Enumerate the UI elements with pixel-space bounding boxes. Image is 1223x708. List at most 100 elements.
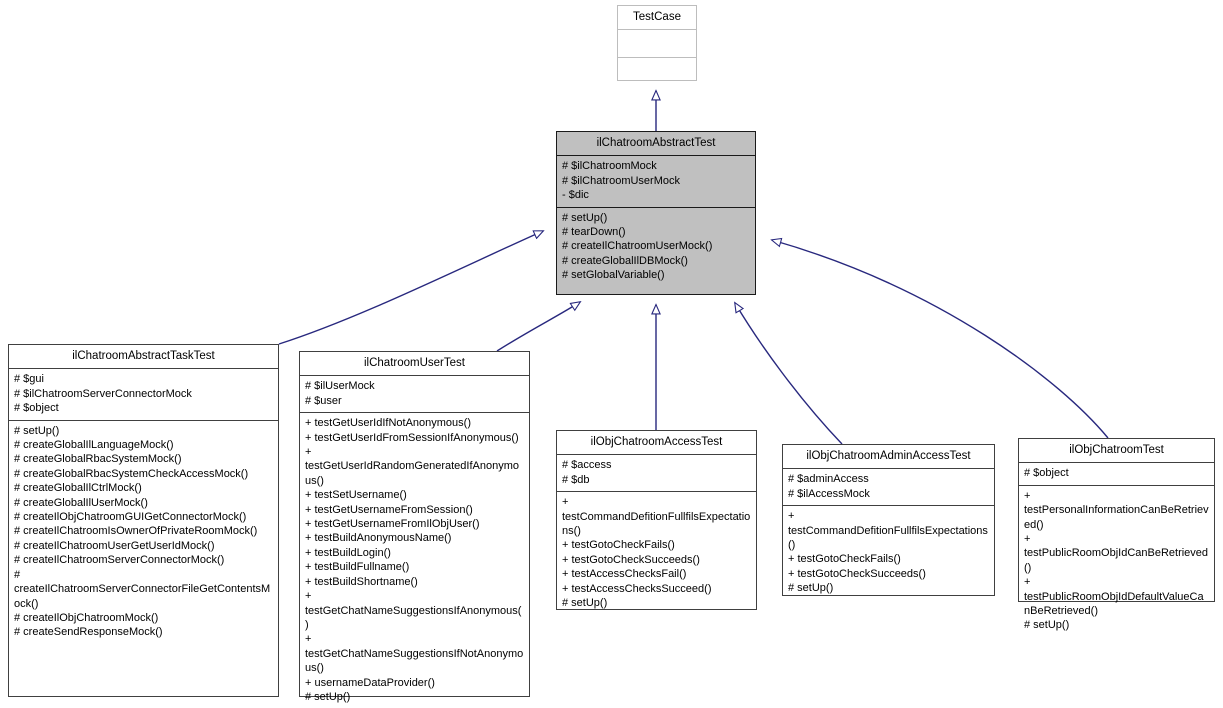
class-attributes-ilchatroomusertest: # $ilUserMock# $user — [300, 376, 529, 412]
class-methods-ilchatroomabstracttest: # setUp() # tearDown()# createIlChatroomU… — [557, 208, 755, 287]
compartment-separator — [783, 505, 994, 507]
class-member: # createIlChatroomUserGetUserIdMock() — [14, 539, 215, 552]
compartment-separator — [557, 206, 755, 208]
class-methods-ilchatroomusertest: + testGetUserIdIfNotAnonymous()+ testGet… — [300, 413, 529, 708]
class-member: + testSetUsername() — [305, 489, 407, 502]
class-member: + testBuildAnonymousName() — [305, 532, 452, 545]
class-attributes-ilobjchatroomaccesstest: # $access# $db — [557, 455, 756, 491]
class-member: + testGetChatNameSuggestionsIfNotAnonymo… — [305, 633, 524, 675]
class-member: # createGlobalIlDBMock() — [562, 254, 688, 267]
class-member: # createSendResponseMock() — [14, 626, 163, 639]
class-box-ilobjchatroomaccesstest[interactable]: ilObjChatroomAccessTest # $access# $db +… — [556, 430, 757, 610]
class-member: + testAccessChecksFail() — [562, 568, 687, 581]
class-title-testcase: TestCase — [633, 11, 681, 23]
class-member: # setUp() — [788, 582, 834, 595]
class-member: # createGlobalIlUserMock() — [14, 496, 148, 509]
class-member: # $db — [562, 473, 590, 486]
class-member: + testGotoCheckSucceeds() — [562, 553, 700, 566]
class-member: # $ilChatroomServerConnectorMock — [14, 387, 192, 400]
class-attributes-testcase — [618, 30, 696, 57]
class-member: # createGlobalIlCtrlMock() — [14, 482, 142, 495]
class-member: # createIlObjChatroomMock() — [14, 611, 159, 624]
class-title-ilchatroomusertest: ilChatroomUserTest — [364, 357, 465, 369]
class-member: # $user — [305, 394, 342, 407]
edge-usertest-to-abstracttest — [496, 302, 580, 352]
class-methods-ilobjchatroomaccesstest: + testCommandDefitionFullfilsExpectation… — [557, 492, 756, 614]
class-member: + testPublicRoomObjIdCanBeRetrieved() — [1024, 533, 1209, 574]
class-attributes-ilobjchatroomadminaccesstest: # $adminAccess# $ilAccessMock — [783, 469, 994, 505]
class-member: + testCommandDefitionFullfilsExpectation… — [788, 510, 988, 552]
class-member: + testGotoCheckFails() — [788, 553, 901, 566]
class-member: + testBuildFullname() — [305, 561, 410, 574]
class-member: + testGetUsernameFromSession() — [305, 503, 473, 516]
class-member: # createGlobalRbacSystemMock() — [14, 453, 182, 466]
class-member: # setUp() — [14, 424, 60, 437]
compartment-separator — [300, 412, 529, 414]
compartment-separator — [557, 454, 756, 456]
class-methods-testcase — [618, 58, 696, 85]
class-member: # setUp() — [305, 690, 351, 703]
compartment-separator — [618, 29, 696, 31]
class-box-ilobjchatroomtest[interactable]: ilObjChatroomTest # $object + testPerson… — [1018, 438, 1215, 631]
compartment-separator — [9, 368, 278, 370]
class-box-ilchatroomabstracttasktest[interactable]: ilChatroomAbstractTaskTest # $gui# $ilCh… — [8, 344, 279, 697]
compartment-separator — [557, 491, 756, 493]
class-title-ilchatroomabstracttest: ilChatroomAbstractTest — [596, 137, 716, 149]
class-member: # tearDown() — [562, 226, 626, 239]
class-member: + testAccessChecksSucceed() — [562, 582, 712, 595]
compartment-separator — [1019, 462, 1214, 464]
class-methods-ilobjchatroomtest: + testPersonalInformationCanBeRetrieved(… — [1019, 486, 1214, 637]
edge-objchatroomtest-to-abstracttest — [772, 240, 1109, 439]
class-methods-ilchatroomabstracttasktest: # setUp()# createGlobalIlLanguageMock()#… — [9, 421, 278, 644]
class-member: + testBuildShortname() — [305, 575, 418, 588]
class-member: # createIlChatroomServerConnectorMock() — [14, 554, 225, 567]
class-member: + testPersonalInformationCanBeRetrieved(… — [1024, 489, 1209, 531]
class-member: # $object — [1024, 467, 1069, 480]
class-member: # $object — [14, 402, 59, 415]
class-member: # createGlobalIlLanguageMock() — [14, 439, 174, 452]
edge-adminaccesstest-to-abstracttest — [735, 303, 843, 445]
class-member: # $ilChatroomMock — [562, 160, 657, 173]
class-title-ilobjchatroomtest: ilObjChatroomTest — [1069, 444, 1164, 456]
class-member: # setGlobalVariable() — [562, 269, 665, 282]
class-member: # setUp() — [1024, 619, 1070, 632]
class-member: # $adminAccess — [788, 473, 869, 486]
class-member: + testGetUserIdFromSessionIfAnonymous() — [305, 431, 519, 444]
class-member: # setUp() — [562, 597, 608, 610]
class-member: + testCommandDefitionFullfilsExpectation… — [562, 496, 751, 538]
class-attributes-ilobjchatroomtest: # $object — [1019, 463, 1214, 484]
class-member: # createIlObjChatroomGUIGetConnectorMock… — [14, 511, 247, 524]
class-member: # setUp() — [562, 211, 608, 224]
compartment-separator — [618, 57, 696, 59]
class-title-ilchatroomabstracttasktest: ilChatroomAbstractTaskTest — [72, 350, 215, 362]
class-member: + testGetUserIdRandomGeneratedIfAnonymou… — [305, 446, 520, 487]
class-member: + testBuildLogin() — [305, 546, 391, 559]
edge-abstracttasktest-to-abstracttest — [278, 231, 543, 345]
compartment-separator — [9, 419, 278, 421]
class-box-ilchatroomabstracttest[interactable]: ilChatroomAbstractTest # $ilChatroomMock… — [556, 131, 756, 295]
class-member: # createIlChatroomIsOwnerOfPrivateRoomMo… — [14, 525, 258, 538]
class-member: + testGotoCheckSucceeds() — [788, 567, 926, 580]
class-title-ilobjchatroomaccesstest: ilObjChatroomAccessTest — [590, 436, 723, 448]
class-member: # $gui — [14, 373, 44, 386]
class-box-ilobjchatroomadminaccesstest[interactable]: ilObjChatroomAdminAccessTest # $adminAcc… — [782, 444, 995, 596]
compartment-separator — [1019, 484, 1214, 486]
class-member: + testGetUserIdIfNotAnonymous() — [305, 417, 471, 430]
class-member: # $access — [562, 459, 612, 472]
compartment-separator — [300, 375, 529, 377]
class-box-testcase[interactable]: TestCase — [617, 5, 697, 81]
class-member: # $ilAccessMock — [788, 487, 870, 500]
class-attributes-ilchatroomabstracttest: # $ilChatroomMock# $ilChatroomUserMock- … — [557, 156, 755, 206]
class-member: + testGotoCheckFails() — [562, 539, 675, 552]
class-box-ilchatroomusertest[interactable]: ilChatroomUserTest # $ilUserMock# $user … — [299, 351, 530, 703]
class-member: # createIlChatroomUserMock() — [562, 240, 713, 253]
class-member: + testGetChatNameSuggestionsIfAnonymous(… — [305, 590, 522, 631]
compartment-separator — [783, 468, 994, 470]
compartment-separator — [557, 155, 755, 157]
class-title-ilobjchatroomadminaccesstest: ilObjChatroomAdminAccessTest — [806, 450, 971, 462]
class-member: + testPublicRoomObjIdDefaultValueCanBeRe… — [1024, 576, 1204, 618]
class-member: # $ilChatroomUserMock — [562, 174, 680, 187]
class-member: # createGlobalRbacSystemCheckAccessMock(… — [14, 467, 249, 480]
class-member: + testGetUsernameFromIlObjUser() — [305, 518, 480, 531]
